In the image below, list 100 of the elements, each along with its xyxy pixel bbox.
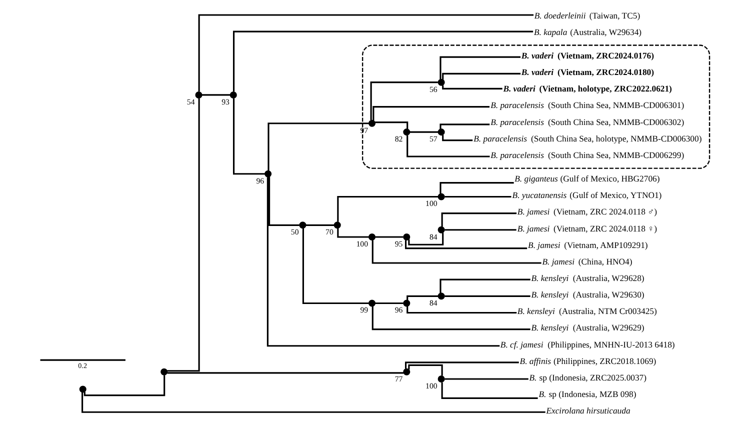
connector xyxy=(374,302,403,304)
node-point xyxy=(264,170,272,178)
connector xyxy=(439,182,514,194)
connector xyxy=(198,14,534,92)
connector xyxy=(302,228,368,304)
node-label: 57 xyxy=(429,134,437,144)
node-text: B. kapala (Australia, W29634) xyxy=(533,26,642,37)
connector xyxy=(372,106,490,120)
connector xyxy=(166,372,404,374)
node-point xyxy=(298,222,306,229)
node-point xyxy=(437,226,444,234)
node-point xyxy=(368,120,376,127)
node-text: B. kensleyi (Australia, W29628) xyxy=(530,273,644,284)
node-label: 100 xyxy=(425,381,437,390)
node-text: B. paracelensis (South China Sea, NMMB-CD006302) xyxy=(490,116,684,127)
node-text: B. doederleinii (Taiwan, TC5) xyxy=(534,10,640,20)
connector xyxy=(370,82,438,120)
connector xyxy=(439,56,520,80)
connector xyxy=(440,382,538,399)
connector xyxy=(444,229,516,231)
connector xyxy=(406,306,516,314)
node-point xyxy=(402,300,410,307)
node-label: 50 xyxy=(290,228,298,237)
connector xyxy=(409,131,438,133)
node-text: B. vaderi (Vietnam, holotype, ZRC2022.0621) xyxy=(502,84,672,94)
connector xyxy=(406,135,490,158)
node-text: B. affinis (Philippines, ZRC2018.1069) xyxy=(519,356,656,366)
connector xyxy=(336,196,438,222)
connector xyxy=(81,392,545,413)
node-label: 54 xyxy=(186,97,194,106)
node-label: 100 xyxy=(356,239,368,248)
connector xyxy=(439,124,490,129)
connector xyxy=(374,122,408,129)
node-text: B. cf. jamesi (Philippines, MNHN-IU-2013 6418) xyxy=(500,339,674,350)
node-point xyxy=(368,233,376,240)
node-point xyxy=(368,300,376,307)
node-text: B. jamesi (China, HNO4) xyxy=(542,256,632,266)
node-text: B. vaderi (Vietnam, ZRC2024.0176) xyxy=(520,50,654,61)
connector xyxy=(305,224,334,226)
node-label: 99 xyxy=(360,306,368,315)
node-point xyxy=(402,128,410,136)
node-text: B. jamesi (Vietnam, ZRC 2024.0118 ♂) xyxy=(516,206,657,217)
node-label: 70 xyxy=(325,228,333,237)
node-point xyxy=(437,375,444,383)
connector xyxy=(442,72,520,80)
connector xyxy=(267,122,368,171)
node-text: B. kensleyi (Australia, NTM Cr003425) xyxy=(516,306,656,316)
node-label: 100 xyxy=(425,199,437,208)
node-point xyxy=(194,91,202,98)
node-point xyxy=(78,386,86,393)
node-text: B. paracelensis (South China Sea, NMMB-CD006299) xyxy=(490,150,684,160)
node-text: B. sp (Indonesia, ZRC2025.0037) xyxy=(528,372,646,382)
node-label: 82 xyxy=(394,134,402,144)
connector xyxy=(444,196,511,198)
node-point xyxy=(229,91,236,98)
node-text: B. kensleyi (Australia, W29630) xyxy=(530,290,644,300)
node-label: 84 xyxy=(429,298,437,308)
connector xyxy=(336,228,368,238)
connector xyxy=(201,94,230,96)
node-text: B. vaderi (Vietnam, ZRC2024.0180) xyxy=(520,67,654,78)
connector xyxy=(408,364,442,376)
connector xyxy=(444,295,530,297)
node-point xyxy=(437,128,444,136)
connector xyxy=(166,98,200,372)
node-point xyxy=(333,222,340,229)
connector xyxy=(371,240,541,264)
node-text: B. jamesi (Vietnam, ZRC 2024.0118 ♀) xyxy=(516,223,657,234)
node-text: B. paracelensis (South China Sea, NMMB-CD006301) xyxy=(490,100,684,110)
connector xyxy=(440,212,516,227)
node-text: B. yucatanensis (Gulf of Mexico, YTNO1) xyxy=(512,190,662,200)
connector xyxy=(268,176,299,226)
connector xyxy=(266,177,500,347)
node-text: B. sp (Indonesia, MZB 098) xyxy=(538,388,636,399)
node-text: Excirolana hirsuticauda xyxy=(546,406,630,416)
connector xyxy=(444,378,528,380)
node-label: 95 xyxy=(394,239,402,248)
node-text: B. jamesi (Vietnam, AMP109291) xyxy=(528,240,648,250)
node-label: 77 xyxy=(394,374,402,384)
connector xyxy=(404,362,518,369)
connector xyxy=(439,278,530,293)
node-text: B. paracelensis (South China Sea, holotype, NMMB-CD006300) xyxy=(473,133,702,144)
connector xyxy=(442,85,502,90)
node-label: 96 xyxy=(394,306,402,315)
node-text: B. giganteus (Gulf of Mexico, HBG2706) xyxy=(514,174,660,184)
node-point xyxy=(437,292,444,300)
node-text: B. kensleyi (Australia, W29629) xyxy=(530,322,644,333)
cluster xyxy=(361,44,710,169)
connector xyxy=(232,30,533,92)
connector xyxy=(404,240,527,250)
node-point xyxy=(437,78,444,86)
connector xyxy=(83,375,165,396)
node-point xyxy=(402,233,410,240)
node-label: 84 xyxy=(429,232,437,242)
node-point xyxy=(437,193,444,200)
connector xyxy=(232,98,264,175)
connector xyxy=(442,135,472,142)
node-label: 93 xyxy=(221,97,229,106)
connector xyxy=(371,306,530,330)
node-label: 96 xyxy=(256,176,264,186)
node-point xyxy=(402,368,410,376)
